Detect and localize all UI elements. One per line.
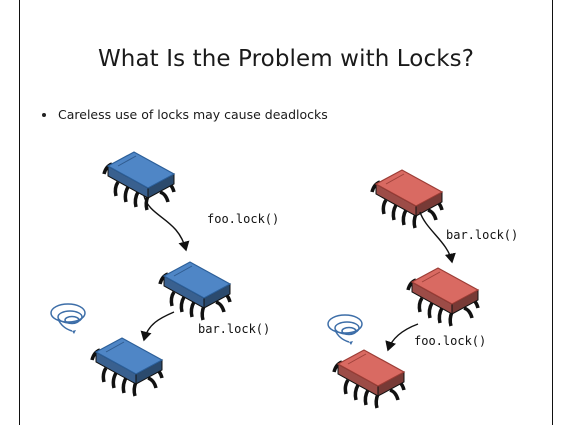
bullet-text: Careless use of locks may cause deadlock… [58, 107, 328, 122]
right-chip-3-icon [332, 349, 406, 410]
left-arrow-1 [143, 195, 190, 252]
right-arrow-1 [419, 211, 456, 264]
right-arrow-2 [385, 323, 419, 352]
right-call-1-label: bar.lock() [446, 228, 519, 242]
left-chip-3-icon [90, 337, 164, 398]
left-chip-2-icon [158, 261, 232, 322]
slide-right-border [552, 0, 553, 425]
slide-left-border [19, 0, 20, 425]
left-call-1-label: foo.lock() [207, 212, 280, 226]
left-arrow-2 [140, 311, 175, 342]
bullet-dot-icon [42, 112, 46, 117]
bullet-item: Careless use of locks may cause deadlock… [42, 107, 328, 122]
slide-title: What Is the Problem with Locks? [97, 46, 475, 72]
left-spin-icon [50, 303, 86, 334]
right-chip-2-icon [406, 267, 480, 328]
left-chip-1-icon [102, 151, 176, 212]
left-call-2-label: bar.lock() [198, 322, 271, 336]
right-chip-1-icon [370, 169, 444, 230]
right-call-2-label: foo.lock() [414, 334, 487, 348]
right-spin-icon [327, 314, 363, 345]
